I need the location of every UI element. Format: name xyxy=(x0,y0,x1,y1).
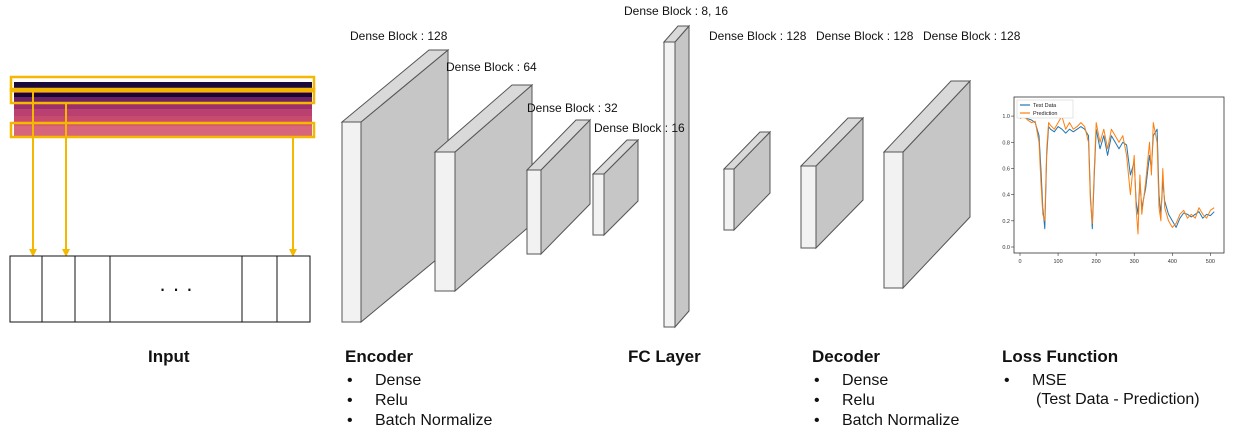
layer-blocks xyxy=(340,24,972,329)
selection-frame xyxy=(9,87,316,105)
spectrogram-band xyxy=(14,82,312,88)
fc-block-label: Dense Block : 8, 16 xyxy=(624,4,729,18)
encoder-block-4 xyxy=(591,138,640,237)
y-tick-label: 1.0 xyxy=(1002,114,1010,120)
decoder-layer-list: Dense Relu Batch Normalize xyxy=(812,371,959,431)
x-tick-label: 500 xyxy=(1206,259,1215,265)
y-tick-label: 0.6 xyxy=(1002,166,1010,172)
x-tick-label: 300 xyxy=(1130,259,1139,265)
input-vector: · · · xyxy=(9,255,311,323)
block-side-face xyxy=(674,24,690,329)
y-tick-label: 0.4 xyxy=(1002,193,1010,199)
series-line xyxy=(1019,115,1215,230)
encoder-title: Encoder xyxy=(345,347,414,366)
fc-layer-title: FC Layer xyxy=(628,347,701,366)
loss-function-list: MSE xyxy=(1002,371,1067,391)
spectrogram-band xyxy=(14,109,312,116)
encoder-block-label-3: Dense Block : 32 xyxy=(527,101,618,115)
selection-frame xyxy=(9,121,316,139)
fc-block xyxy=(662,24,691,329)
spectrogram-band xyxy=(14,116,312,122)
legend-label: Prediction xyxy=(1033,111,1057,117)
decoder-layer-item: Dense xyxy=(812,371,959,391)
encoder-block-label-4: Dense Block : 16 xyxy=(594,121,685,135)
spectrogram-band xyxy=(14,93,312,97)
legend-label: Test Data xyxy=(1033,103,1057,109)
encoder-block-3 xyxy=(525,118,592,256)
block-front-face xyxy=(883,151,904,289)
decoder-layer-item: Relu xyxy=(812,391,959,411)
encoder-layer-list: Dense Relu Batch Normalize xyxy=(345,371,492,431)
selection-frame xyxy=(9,75,316,93)
spectrogram-band xyxy=(14,97,312,102)
spectrogram-band xyxy=(14,102,312,109)
decoder-layer-item: Batch Normalize xyxy=(812,411,959,431)
decoder-title: Decoder xyxy=(812,347,881,366)
x-tick-label: 200 xyxy=(1092,259,1101,265)
decoder-block-2 xyxy=(799,116,865,250)
block-front-face xyxy=(526,169,542,255)
y-tick-label: 0.2 xyxy=(1002,219,1010,225)
decoder-block-label-3: Dense Block : 128 xyxy=(923,29,1021,43)
input-title: Input xyxy=(148,347,190,366)
block-front-face xyxy=(723,168,735,231)
block-front-face xyxy=(663,41,676,328)
vector-ellipsis: · · · xyxy=(159,276,193,301)
block-front-face xyxy=(592,173,605,236)
encoder-layer-item: Relu xyxy=(345,391,492,411)
series-line xyxy=(1019,115,1215,235)
encoder-layer-item: Dense xyxy=(345,371,492,391)
decoder-block-label-1: Dense Block : 128 xyxy=(709,29,807,43)
x-tick-label: 0 xyxy=(1018,259,1021,265)
encoder-block-label-2: Dense Block : 64 xyxy=(446,60,537,74)
encoder-block-1 xyxy=(340,48,450,324)
input-arrows xyxy=(29,91,297,257)
decoder-block-1 xyxy=(722,130,772,232)
encoder-layer-item: Batch Normalize xyxy=(345,411,492,431)
block-front-face xyxy=(800,165,817,249)
spectrogram-band xyxy=(14,126,312,136)
y-tick-label: 0.8 xyxy=(1002,140,1010,146)
block-front-face xyxy=(434,151,456,292)
encoder-block-2 xyxy=(433,83,534,293)
encoder-block-label-1: Dense Block : 128 xyxy=(350,29,448,43)
vector-outline xyxy=(9,255,311,323)
decoder-block-3 xyxy=(882,79,972,290)
loss-function-title: Loss Function xyxy=(1002,347,1119,366)
block-front-face xyxy=(341,121,362,323)
x-tick-label: 100 xyxy=(1053,259,1062,265)
plot-frame xyxy=(1013,96,1225,254)
legend-box xyxy=(1016,99,1074,119)
y-tick-label: 0.0 xyxy=(1002,245,1010,251)
input-spectrogram xyxy=(9,75,316,139)
loss-item: MSE xyxy=(1002,371,1067,391)
loss-detail: (Test Data - Prediction) xyxy=(1036,391,1200,408)
decoder-block-label-2: Dense Block : 128 xyxy=(816,29,914,43)
x-tick-label: 400 xyxy=(1168,259,1177,265)
loss-plot: 0 100 200 300 400 500 0.0 0.2 0.4 0.6 0.8 1.0 Test D… xyxy=(1002,96,1225,265)
